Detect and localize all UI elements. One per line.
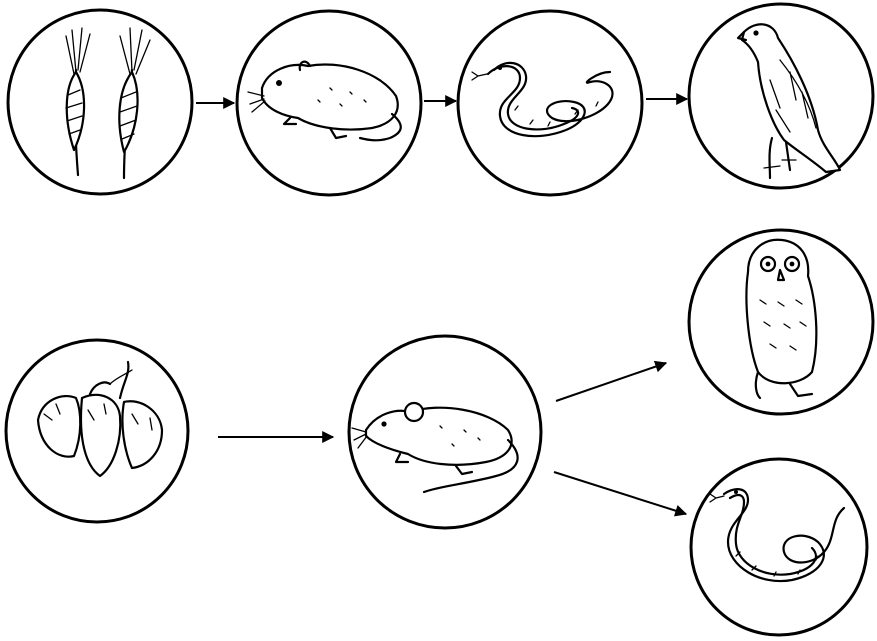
vole-node xyxy=(237,11,421,195)
arrow-mouse-to-snake xyxy=(554,472,686,514)
arrow-mouse-to-owl xyxy=(556,363,666,401)
snake-node-top xyxy=(458,11,642,195)
snake-node-bottom xyxy=(691,459,867,635)
owl-node xyxy=(689,230,873,414)
hawk-node xyxy=(689,4,873,188)
food-chain-top xyxy=(8,4,873,195)
mouse-node xyxy=(349,336,541,528)
food-chain-bottom xyxy=(6,230,873,635)
wheat-node xyxy=(8,10,192,194)
hazelnut-node xyxy=(6,340,188,522)
owl-icon xyxy=(746,240,816,398)
